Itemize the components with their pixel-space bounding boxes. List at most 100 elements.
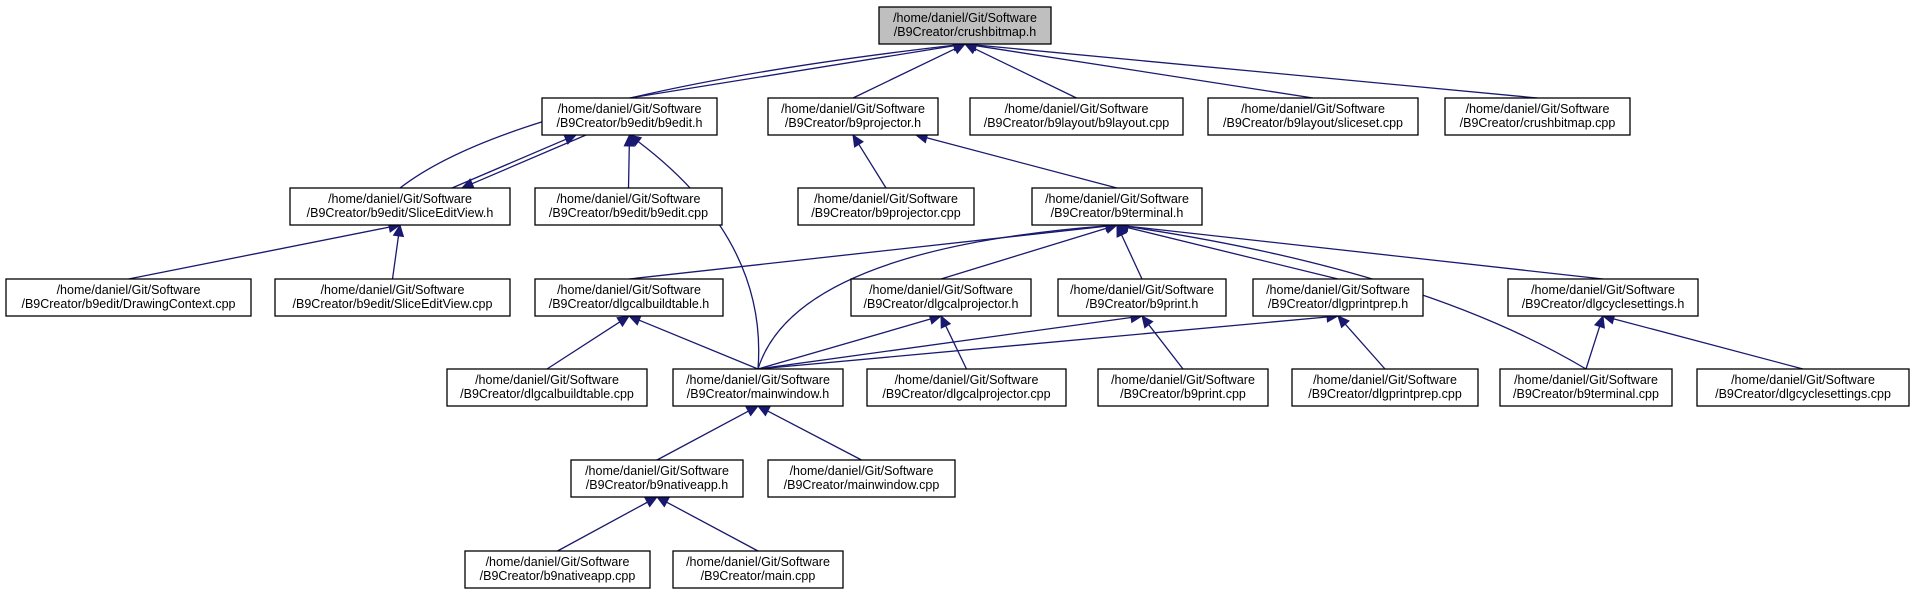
node-label-line2: /B9Creator/b9edit/b9edit.h bbox=[557, 116, 703, 130]
node-dlgcalprojector-h[interactable]: /home/daniel/Git/Software/B9Creator/dlgc… bbox=[850, 278, 1032, 317]
node-box[interactable] bbox=[797, 187, 975, 226]
node-label-line1: /home/daniel/Git/Software bbox=[1111, 373, 1255, 387]
node-box[interactable] bbox=[1031, 187, 1203, 226]
node-box[interactable] bbox=[1057, 278, 1227, 317]
edge-line bbox=[128, 226, 390, 280]
node-label-line1: /home/daniel/Git/Software bbox=[686, 555, 830, 569]
edge-line bbox=[975, 44, 1538, 99]
edge-arrowhead bbox=[616, 315, 631, 328]
node-dlgcyclesettings-cpp[interactable]: /home/daniel/Git/Software/B9Creator/dlgc… bbox=[1696, 368, 1910, 407]
node-label-line2: /B9Creator/b9nativeapp.h bbox=[586, 478, 729, 492]
edge-arrowhead bbox=[852, 133, 864, 148]
node-label-line1: /home/daniel/Git/Software bbox=[321, 283, 465, 297]
node-box[interactable] bbox=[767, 459, 956, 498]
node-box[interactable] bbox=[541, 97, 718, 136]
edge-arrowhead bbox=[1593, 314, 1605, 329]
edge-arrowhead bbox=[1141, 315, 1154, 329]
node-box[interactable] bbox=[1097, 368, 1269, 407]
edge-line bbox=[391, 235, 400, 280]
node-sliceset-cpp[interactable]: /home/daniel/Git/Software/B9Creator/b9la… bbox=[1207, 97, 1419, 136]
node-main-cpp[interactable]: /home/daniel/Git/Software/B9Creator/main… bbox=[672, 550, 844, 589]
node-dlgprintprep-h[interactable]: /home/daniel/Git/Software/B9Creator/dlgp… bbox=[1252, 278, 1424, 317]
edge-arrowhead bbox=[392, 223, 405, 238]
node-box[interactable] bbox=[464, 550, 651, 589]
node-dlgprintprep-cpp[interactable]: /home/daniel/Git/Software/B9Creator/dlgp… bbox=[1291, 368, 1479, 407]
node-b9print-h[interactable]: /home/daniel/Git/Software/B9Creator/b9pr… bbox=[1057, 278, 1227, 317]
edge-b9edit-cpp-to-b9edit-h bbox=[623, 133, 636, 189]
node-box[interactable] bbox=[1696, 368, 1910, 407]
node-box[interactable] bbox=[274, 278, 511, 317]
edge-line bbox=[471, 134, 587, 185]
node-b9terminal-cpp[interactable]: /home/daniel/Git/Software/B9Creator/b9te… bbox=[1499, 368, 1673, 407]
node-box[interactable] bbox=[878, 6, 1052, 45]
node-b9edit-cpp[interactable]: /home/daniel/Git/Software/B9Creator/b9ed… bbox=[534, 187, 723, 226]
node-label-line2: /B9Creator/crushbitmap.h bbox=[894, 25, 1036, 39]
edge-arrowhead bbox=[628, 134, 643, 147]
node-label-line1: /home/daniel/Git/Software bbox=[893, 11, 1037, 25]
node-box[interactable] bbox=[1499, 368, 1673, 407]
node-label-line2: /B9Creator/b9edit/SliceEditView.cpp bbox=[293, 297, 493, 311]
edge-main-cpp-to-b9nativeapp-h bbox=[655, 496, 759, 552]
node-label-line1: /home/daniel/Git/Software bbox=[558, 102, 702, 116]
node-b9nativeapp-cpp[interactable]: /home/daniel/Git/Software/B9Creator/b9na… bbox=[464, 550, 651, 589]
node-dlgcalbuildtable-cpp[interactable]: /home/daniel/Git/Software/B9Creator/dlgc… bbox=[446, 368, 648, 407]
edge-b9terminal-cpp-to-dlgcyclesettings-h bbox=[1585, 314, 1605, 370]
node-sliceeditview-h[interactable]: /home/daniel/Git/Software/B9Creator/b9ed… bbox=[289, 187, 511, 226]
node-box[interactable] bbox=[1207, 97, 1419, 136]
node-label-line1: /home/daniel/Git/Software bbox=[557, 283, 701, 297]
node-box[interactable] bbox=[5, 278, 252, 317]
node-label-line1: /home/daniel/Git/Software bbox=[486, 555, 630, 569]
node-b9terminal-h[interactable]: /home/daniel/Git/Software/B9Creator/b9te… bbox=[1031, 187, 1203, 226]
node-label-line2: /B9Creator/mainwindow.h bbox=[687, 387, 829, 401]
edge-sliceeditview-cpp-to-sliceeditview-h bbox=[391, 223, 405, 280]
node-label-line1: /home/daniel/Git/Software bbox=[1241, 102, 1385, 116]
node-b9projector-cpp[interactable]: /home/daniel/Git/Software/B9Creator/b9pr… bbox=[797, 187, 975, 226]
node-dlgcalbuildtable-h[interactable]: /home/daniel/Git/Software/B9Creator/dlgc… bbox=[534, 278, 724, 317]
node-box[interactable] bbox=[850, 278, 1032, 317]
node-box[interactable] bbox=[1507, 278, 1699, 317]
node-label-line2: /B9Creator/b9nativeapp.cpp bbox=[480, 569, 636, 583]
node-box[interactable] bbox=[1252, 278, 1424, 317]
node-box[interactable] bbox=[289, 187, 511, 226]
node-box[interactable] bbox=[672, 550, 844, 589]
node-b9nativeapp-h[interactable]: /home/daniel/Git/Software/B9Creator/b9na… bbox=[570, 459, 744, 498]
edge-b9projector-h-to-crushbitmap-h bbox=[852, 43, 967, 99]
node-dlgcyclesettings-h[interactable]: /home/daniel/Git/Software/B9Creator/dlgc… bbox=[1507, 278, 1699, 317]
node-label-line1: /home/daniel/Git/Software bbox=[57, 283, 201, 297]
node-drawingcontext-cpp[interactable]: /home/daniel/Git/Software/B9Creator/b9ed… bbox=[5, 278, 252, 317]
edge-line bbox=[757, 225, 1107, 370]
edge-b9print-h-to-b9terminal-h bbox=[1116, 223, 1143, 280]
node-crushbitmap-cpp[interactable]: /home/daniel/Git/Software/B9Creator/crus… bbox=[1444, 97, 1631, 136]
edge-b9edit-h-to-sliceeditview-h bbox=[460, 134, 587, 189]
node-box[interactable] bbox=[534, 278, 724, 317]
edge-line bbox=[666, 501, 759, 552]
node-box[interactable] bbox=[534, 187, 723, 226]
node-b9edit-h[interactable]: /home/daniel/Git/Software/B9Creator/b9ed… bbox=[541, 97, 718, 136]
node-box[interactable] bbox=[672, 368, 844, 407]
node-label-line1: /home/daniel/Git/Software bbox=[1005, 102, 1149, 116]
node-label-line1: /home/daniel/Git/Software bbox=[1531, 283, 1675, 297]
node-b9projector-h[interactable]: /home/daniel/Git/Software/B9Creator/b9pr… bbox=[767, 97, 939, 136]
node-crushbitmap-h[interactable]: /home/daniel/Git/Software/B9Creator/crus… bbox=[878, 6, 1052, 45]
node-dlgcalprojector-cpp[interactable]: /home/daniel/Git/Software/B9Creator/dlgc… bbox=[866, 368, 1067, 407]
node-box[interactable] bbox=[866, 368, 1067, 407]
node-box[interactable] bbox=[767, 97, 939, 136]
node-sliceeditview-cpp[interactable]: /home/daniel/Git/Software/B9Creator/b9ed… bbox=[274, 278, 511, 317]
node-b9layout-cpp[interactable]: /home/daniel/Git/Software/B9Creator/b9la… bbox=[969, 97, 1184, 136]
node-box[interactable] bbox=[570, 459, 744, 498]
edge-b9terminal-h-to-b9projector-h bbox=[914, 132, 1118, 189]
node-label-line2: /B9Creator/dlgcalprojector.cpp bbox=[882, 387, 1050, 401]
node-label-line2: /B9Creator/b9terminal.cpp bbox=[1513, 387, 1659, 401]
node-box[interactable] bbox=[969, 97, 1184, 136]
edge-line bbox=[1121, 234, 1143, 280]
edge-arrowhead bbox=[940, 314, 952, 329]
node-box[interactable] bbox=[1444, 97, 1631, 136]
node-mainwindow-cpp[interactable]: /home/daniel/Git/Software/B9Creator/main… bbox=[767, 459, 956, 498]
node-label-line2: /B9Creator/b9edit/b9edit.cpp bbox=[549, 206, 708, 220]
edge-line bbox=[546, 321, 621, 370]
edge-mainwindow-h-to-b9print-h bbox=[757, 311, 1144, 370]
node-box[interactable] bbox=[1291, 368, 1479, 407]
node-mainwindow-h[interactable]: /home/daniel/Git/Software/B9Creator/main… bbox=[672, 368, 844, 407]
node-b9print-cpp[interactable]: /home/daniel/Git/Software/B9Creator/b9pr… bbox=[1097, 368, 1269, 407]
node-box[interactable] bbox=[446, 368, 648, 407]
